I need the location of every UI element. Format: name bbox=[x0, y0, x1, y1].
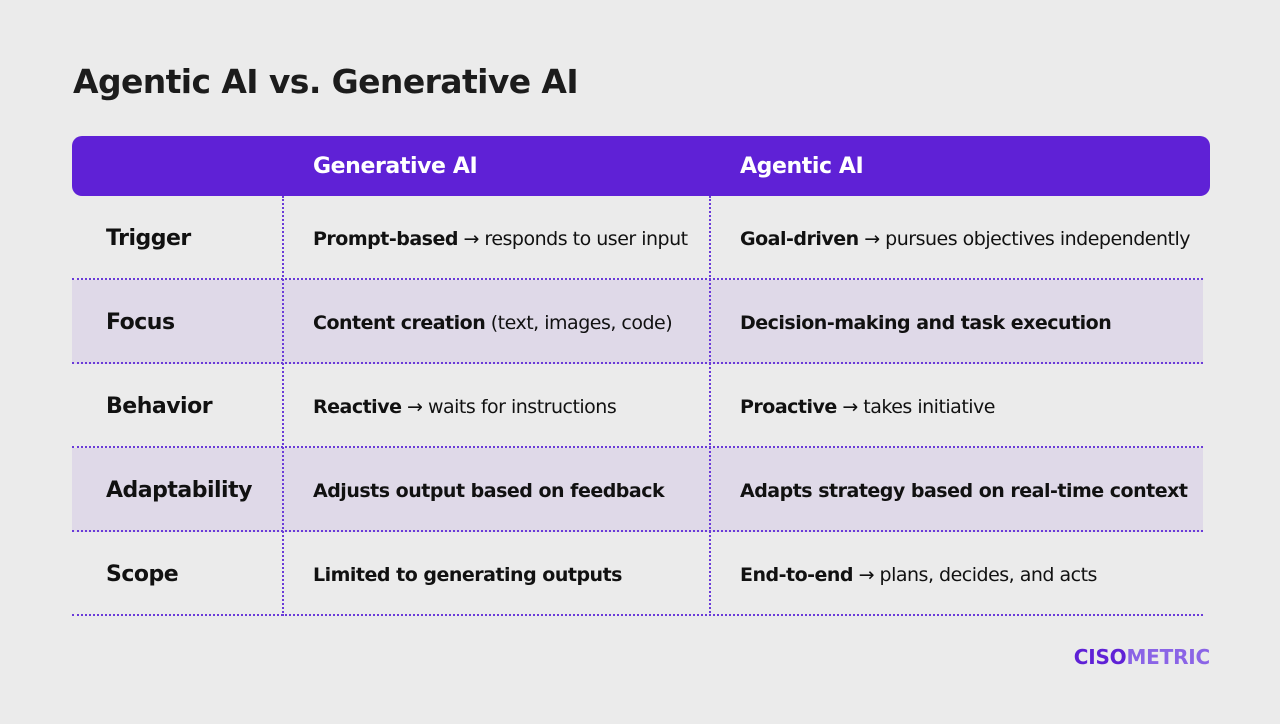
cell-keyword: Goal-driven bbox=[740, 228, 859, 250]
column-header-generative: Generative AI bbox=[313, 154, 478, 179]
generative-cell: Limited to generating outputs bbox=[313, 532, 622, 614]
table-row-trigger: Trigger Prompt-based → responds to user … bbox=[72, 196, 1203, 280]
agentic-cell: Proactive → takes initiative bbox=[740, 364, 996, 446]
column-header-agentic: Agentic AI bbox=[740, 154, 864, 179]
cell-detail: → waits for instructions bbox=[401, 396, 617, 418]
cell-detail: (text, images, code) bbox=[485, 312, 673, 334]
cell-keyword: Adjusts output based on feedback bbox=[313, 480, 665, 502]
table-row-adaptability: Adaptability Adjusts output based on fee… bbox=[72, 448, 1203, 532]
column-divider bbox=[709, 196, 711, 616]
table-row-behavior: Behavior Reactive → waits for instructio… bbox=[72, 364, 1203, 448]
row-label: Behavior bbox=[106, 394, 213, 419]
agentic-cell: Decision-making and task execution bbox=[740, 280, 1112, 362]
cell-detail: → pursues objectives independently bbox=[858, 228, 1190, 250]
agentic-cell: End-to-end → plans, decides, and acts bbox=[740, 532, 1097, 614]
cell-keyword: Reactive bbox=[313, 396, 402, 418]
cell-keyword: Proactive bbox=[740, 396, 837, 418]
table-row-scope: Scope Limited to generating outputs End-… bbox=[72, 532, 1203, 616]
column-divider bbox=[282, 196, 284, 616]
cell-keyword: Prompt-based bbox=[313, 228, 458, 250]
logo-text-secondary: METRIC bbox=[1126, 645, 1210, 669]
brand-logo: CISOMETRIC bbox=[1074, 645, 1210, 669]
cell-detail: → responds to user input bbox=[457, 228, 688, 250]
comparison-table: Generative AI Agentic AI Trigger Prompt-… bbox=[72, 136, 1210, 616]
row-label: Focus bbox=[106, 310, 175, 335]
cell-keyword: Adapts strategy based on real-time conte… bbox=[740, 480, 1188, 502]
cell-detail: → plans, decides, and acts bbox=[853, 564, 1098, 586]
generative-cell: Prompt-based → responds to user input bbox=[313, 196, 688, 278]
generative-cell: Adjusts output based on feedback bbox=[313, 448, 665, 530]
cell-keyword: Decision-making and task execution bbox=[740, 312, 1112, 334]
row-label: Adaptability bbox=[106, 478, 252, 503]
generative-cell: Reactive → waits for instructions bbox=[313, 364, 617, 446]
row-label: Scope bbox=[106, 562, 179, 587]
agentic-cell: Adapts strategy based on real-time conte… bbox=[740, 448, 1188, 530]
cell-detail: → takes initiative bbox=[836, 396, 995, 418]
generative-cell: Content creation (text, images, code) bbox=[313, 280, 673, 362]
row-label: Trigger bbox=[106, 226, 191, 251]
page-title: Agentic AI vs. Generative AI bbox=[73, 62, 579, 101]
table-row-focus: Focus Content creation (text, images, co… bbox=[72, 280, 1203, 364]
cell-keyword: End-to-end bbox=[740, 564, 854, 586]
logo-text-primary: CISO bbox=[1073, 645, 1127, 669]
cell-keyword: Limited to generating outputs bbox=[313, 564, 622, 586]
cell-keyword: Content creation bbox=[313, 312, 486, 334]
agentic-cell: Goal-driven → pursues objectives indepen… bbox=[740, 196, 1190, 278]
table-header: Generative AI Agentic AI bbox=[72, 136, 1210, 196]
